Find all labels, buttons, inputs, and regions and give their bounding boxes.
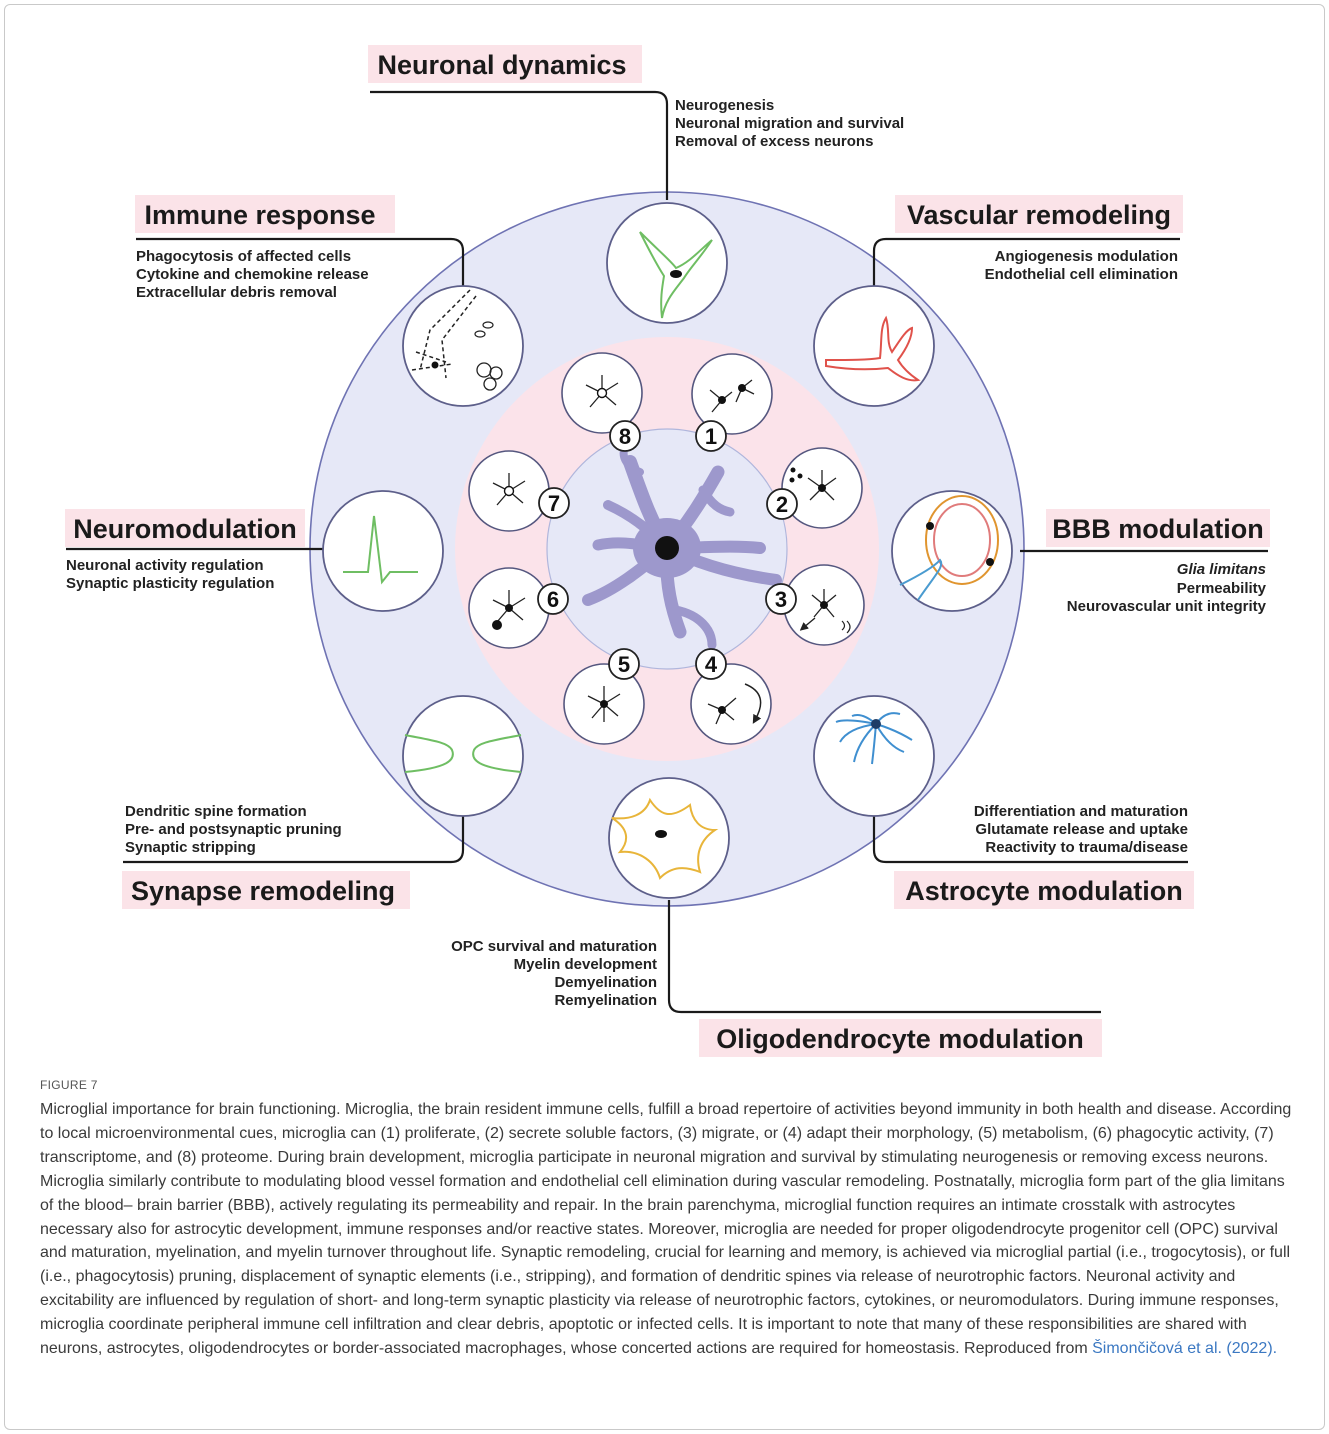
svg-text:Reactivity to trauma/disease: Reactivity to trauma/disease <box>985 839 1188 856</box>
label-neuronal-dynamics: Neuronal dynamics <box>368 45 642 83</box>
caption-text: Microglial importance for brain function… <box>40 1098 1302 1361</box>
svg-text:Myelin development: Myelin development <box>514 956 657 973</box>
svg-text:Angiogenesis modulation: Angiogenesis modulation <box>995 248 1178 265</box>
list-astrocyte-modulation: Differentiation and maturation Glutamate… <box>974 803 1188 856</box>
svg-text:Neuronal activity regulation: Neuronal activity regulation <box>66 557 264 574</box>
label-immune-response: Immune response <box>135 195 395 233</box>
svg-text:Neuromodulation: Neuromodulation <box>73 514 297 544</box>
number-badge-3: 3 <box>765 583 797 615</box>
number-badge-1: 1 <box>695 420 727 452</box>
svg-text:6: 6 <box>547 587 559 612</box>
svg-text:Endothelial cell elimination: Endothelial cell elimination <box>985 266 1178 283</box>
number-badge-2: 2 <box>766 488 798 520</box>
leader-astrocyte-modulation <box>872 815 1188 864</box>
svg-text:4: 4 <box>705 652 718 677</box>
svg-text:Extracellular debris removal: Extracellular debris removal <box>136 284 337 301</box>
figure-frame <box>4 4 1325 1430</box>
function-circle-3 <box>783 564 865 646</box>
leader-synapse-remodeling <box>123 815 465 864</box>
svg-text:Immune response: Immune response <box>144 200 375 230</box>
list-neuromodulation: Neuronal activity regulation Synaptic pl… <box>66 557 274 592</box>
list-immune-response: Phagocytosis of affected cells Cytokine … <box>136 248 369 301</box>
svg-text:BBB modulation: BBB modulation <box>1052 514 1263 544</box>
list-synapse-remodeling: Dendritic spine formation Pre- and posts… <box>125 803 342 856</box>
svg-text:5: 5 <box>618 652 630 677</box>
svg-text:Removal of excess neurons: Removal of excess neurons <box>675 133 873 150</box>
number-badge-4: 4 <box>695 648 727 680</box>
svg-text:Demyelination: Demyelination <box>554 974 657 991</box>
svg-text:2: 2 <box>776 492 788 517</box>
svg-text:Synaptic stripping: Synaptic stripping <box>125 839 256 856</box>
list-bbb-modulation: Glia limitans Permeability Neurovascular… <box>1067 561 1267 615</box>
number-badge-7: 7 <box>538 487 570 519</box>
svg-text:Pre- and postsynaptic pruning: Pre- and postsynaptic pruning <box>125 821 342 838</box>
label-synapse-remodeling: Synapse remodeling <box>122 871 410 909</box>
function-circle-6 <box>468 567 550 649</box>
svg-text:Neurogenesis: Neurogenesis <box>675 97 774 114</box>
svg-text:Differentiation and maturation: Differentiation and maturation <box>974 803 1188 820</box>
central-microglia-icon <box>582 446 782 650</box>
function-circle-1 <box>691 353 773 435</box>
label-astrocyte-modulation: Astrocyte modulation <box>894 871 1194 909</box>
bbb-circle <box>891 490 1013 612</box>
svg-text:Neuronal dynamics: Neuronal dynamics <box>377 50 626 80</box>
svg-text:8: 8 <box>619 424 631 449</box>
list-vascular-remodeling: Angiogenesis modulation Endothelial cell… <box>985 248 1178 283</box>
astrocyte-circle <box>813 695 935 817</box>
svg-text:Vascular remodeling: Vascular remodeling <box>907 200 1171 230</box>
svg-text:Synaptic plasticity regulation: Synaptic plasticity regulation <box>66 575 274 592</box>
svg-text:Neuronal migration and surviva: Neuronal migration and survival <box>675 115 904 132</box>
svg-text:1: 1 <box>705 424 717 449</box>
caption-body: Microglial importance for brain function… <box>40 1101 1292 1358</box>
svg-text:Oligodendrocyte modulation: Oligodendrocyte modulation <box>716 1024 1084 1054</box>
leader-vascular-remodeling <box>872 237 1180 290</box>
svg-text:Remyelination: Remyelination <box>554 992 657 1009</box>
function-circle-8 <box>561 352 643 434</box>
svg-text:Synapse remodeling: Synapse remodeling <box>131 876 395 906</box>
caption-reference-link[interactable]: Šimončičová et al. (2022). <box>1092 1340 1278 1358</box>
function-circle-5 <box>563 663 645 745</box>
label-vascular-remodeling: Vascular remodeling <box>895 195 1183 233</box>
list-neuronal-dynamics: Neurogenesis Neuronal migration and surv… <box>675 97 904 150</box>
svg-text:Dendritic spine formation: Dendritic spine formation <box>125 803 307 820</box>
list-oligodendrocyte-modulation: OPC survival and maturation Myelin devel… <box>451 938 657 1009</box>
svg-text:Neurovascular unit integrity: Neurovascular unit integrity <box>1067 598 1267 615</box>
svg-text:Phagocytosis of affected cells: Phagocytosis of affected cells <box>136 248 351 265</box>
figure-caption: FIGURE 7 Microglial importance for brain… <box>40 1078 1302 1361</box>
function-circle-4 <box>690 663 772 745</box>
function-circle-7 <box>468 450 550 532</box>
figure-label: FIGURE 7 <box>40 1078 98 1092</box>
label-oligodendrocyte-modulation: Oligodendrocyte modulation <box>699 1019 1102 1057</box>
leader-neuronal-dynamics <box>370 90 669 200</box>
number-badge-8: 8 <box>609 420 641 452</box>
svg-text:7: 7 <box>548 491 560 516</box>
synapse-circle <box>402 695 524 817</box>
number-badge-6: 6 <box>537 583 569 615</box>
leader-immune-response <box>136 237 465 290</box>
blood-vessel-circle <box>813 285 935 407</box>
svg-text:3: 3 <box>775 587 787 612</box>
svg-text:Glutamate release and uptake: Glutamate release and uptake <box>975 821 1188 838</box>
svg-text:Permeability: Permeability <box>1177 580 1267 597</box>
svg-text:Glia limitans: Glia limitans <box>1177 561 1266 578</box>
leader-oligodendrocyte-modulation <box>667 900 1101 1014</box>
svg-text:Astrocyte modulation: Astrocyte modulation <box>905 876 1183 906</box>
number-badge-5: 5 <box>608 648 640 680</box>
microglia-function-diagram: 1 2 3 4 5 6 7 8 <box>65 45 1270 1057</box>
svg-text:OPC survival and maturation: OPC survival and maturation <box>451 938 657 955</box>
oligodendrocyte-circle <box>608 777 730 899</box>
function-circle-2 <box>781 447 863 529</box>
label-bbb-modulation: BBB modulation <box>1046 509 1270 547</box>
action-potential-circle <box>322 490 444 612</box>
svg-text:Cytokine and chemokine release: Cytokine and chemokine release <box>136 266 369 283</box>
neuron-circle <box>606 202 728 324</box>
immune-circle <box>402 285 524 407</box>
label-neuromodulation: Neuromodulation <box>65 509 305 547</box>
